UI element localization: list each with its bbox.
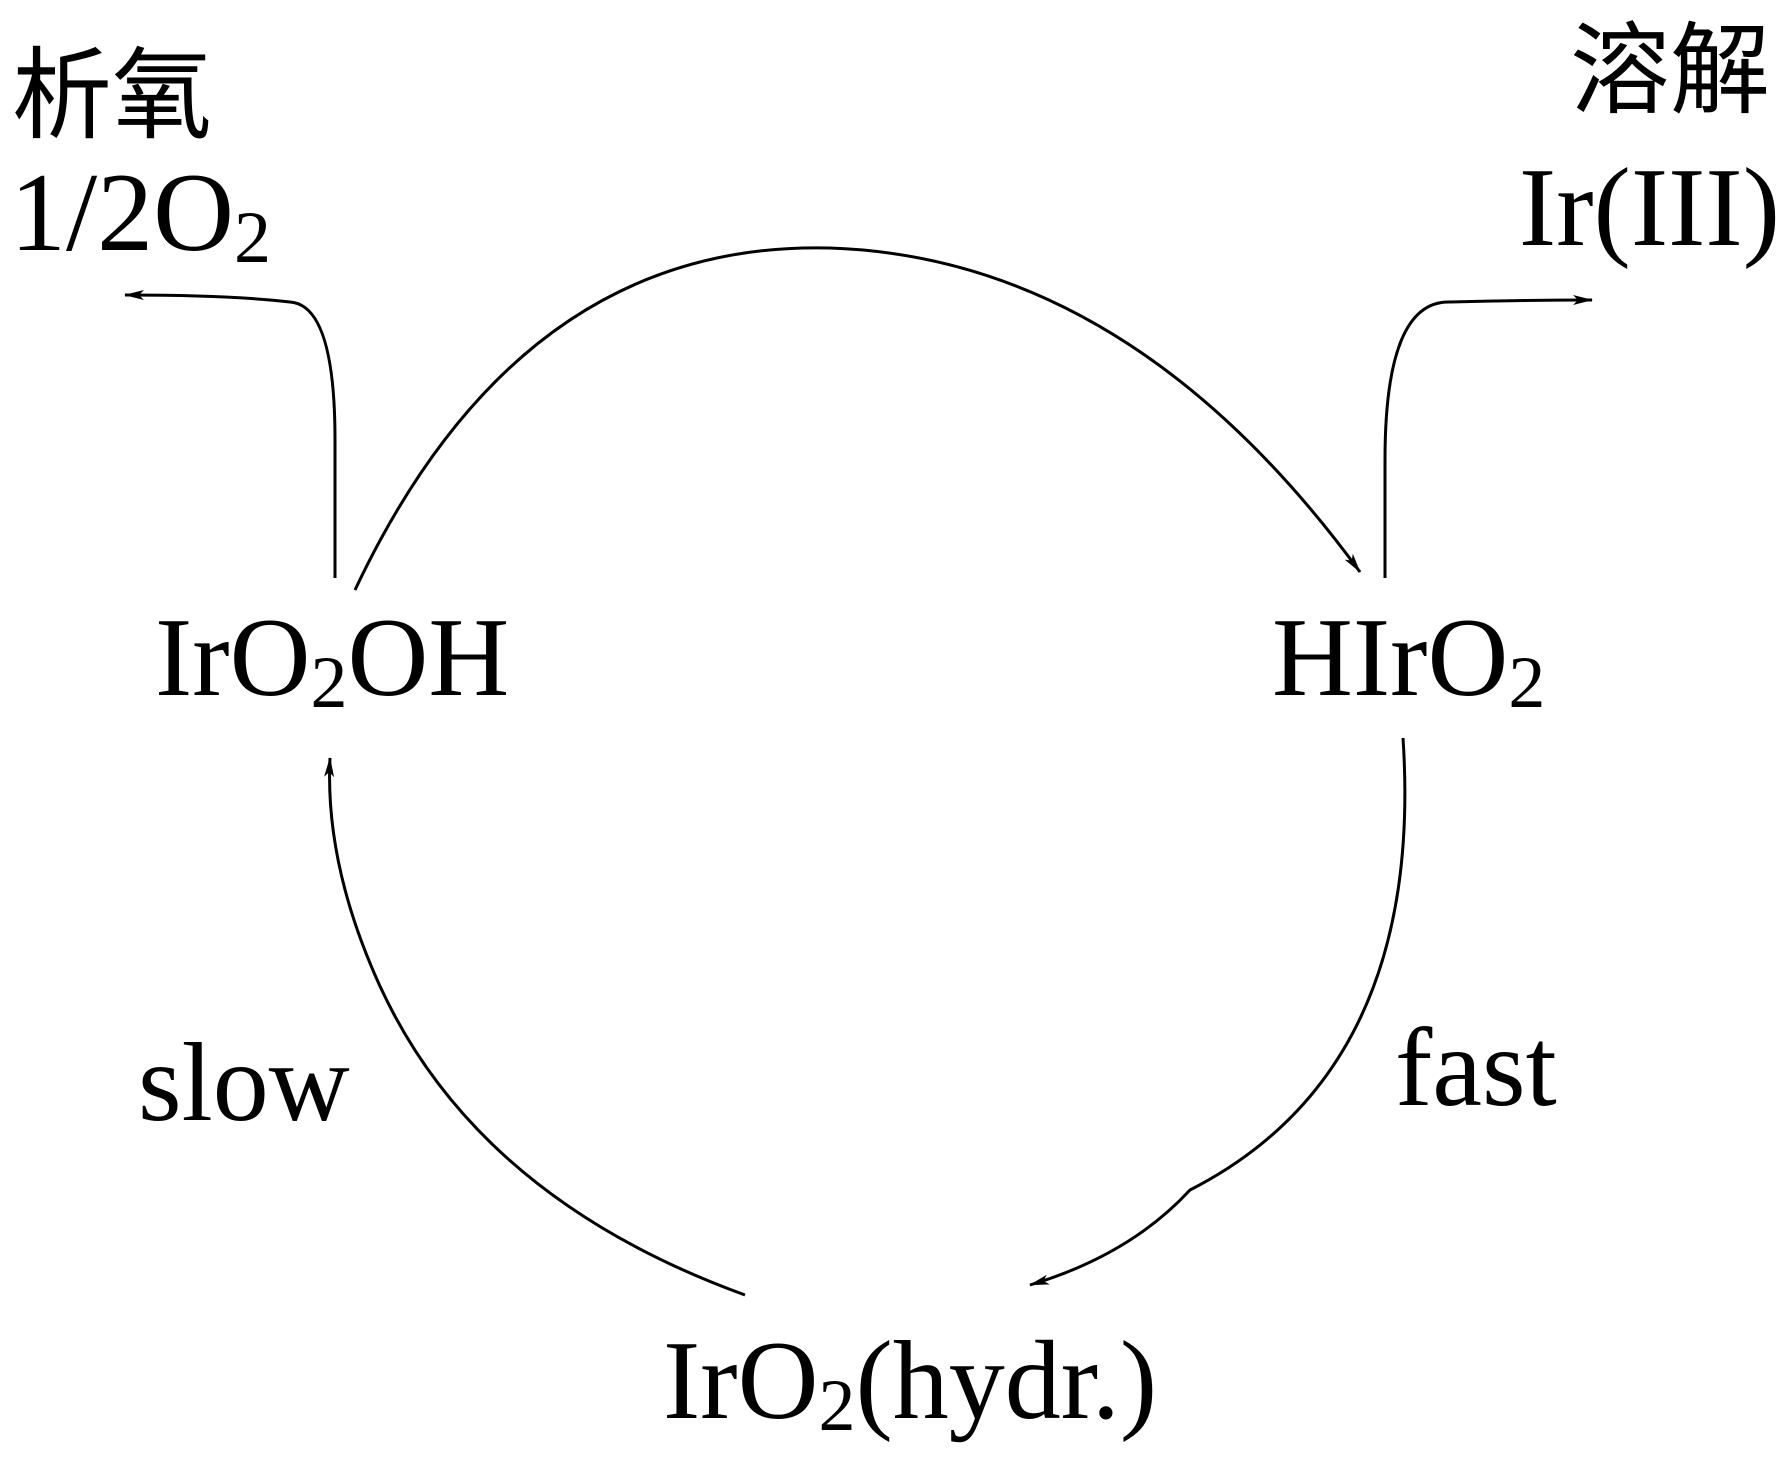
rate-slow-label: slow [138,1021,350,1145]
arc-iro2hydr-to-iro2oh [324,757,746,1297]
species-hiro2: HIrO2 [1272,596,1545,724]
arrow-to-oxygen [124,290,337,578]
species-iro2-hydr: IrO2(hydr.) [663,1319,1157,1447]
dissolution-label: 溶解 [1570,12,1770,129]
rate-fast-label: fast [1395,1006,1557,1130]
arc-iro2oh-to-hiro2 [353,246,1362,591]
arrow-to-iriii [1383,295,1593,578]
oxygen-product-label: 1/2O2 [10,151,271,279]
oxygen-evolution-label: 析氧 [12,37,212,154]
arc-hiro2-to-iro2hydr [1029,737,1407,1287]
species-iro2oh: IrO2OH [155,596,509,724]
iriii-product-label: Ir(III) [1519,146,1780,270]
